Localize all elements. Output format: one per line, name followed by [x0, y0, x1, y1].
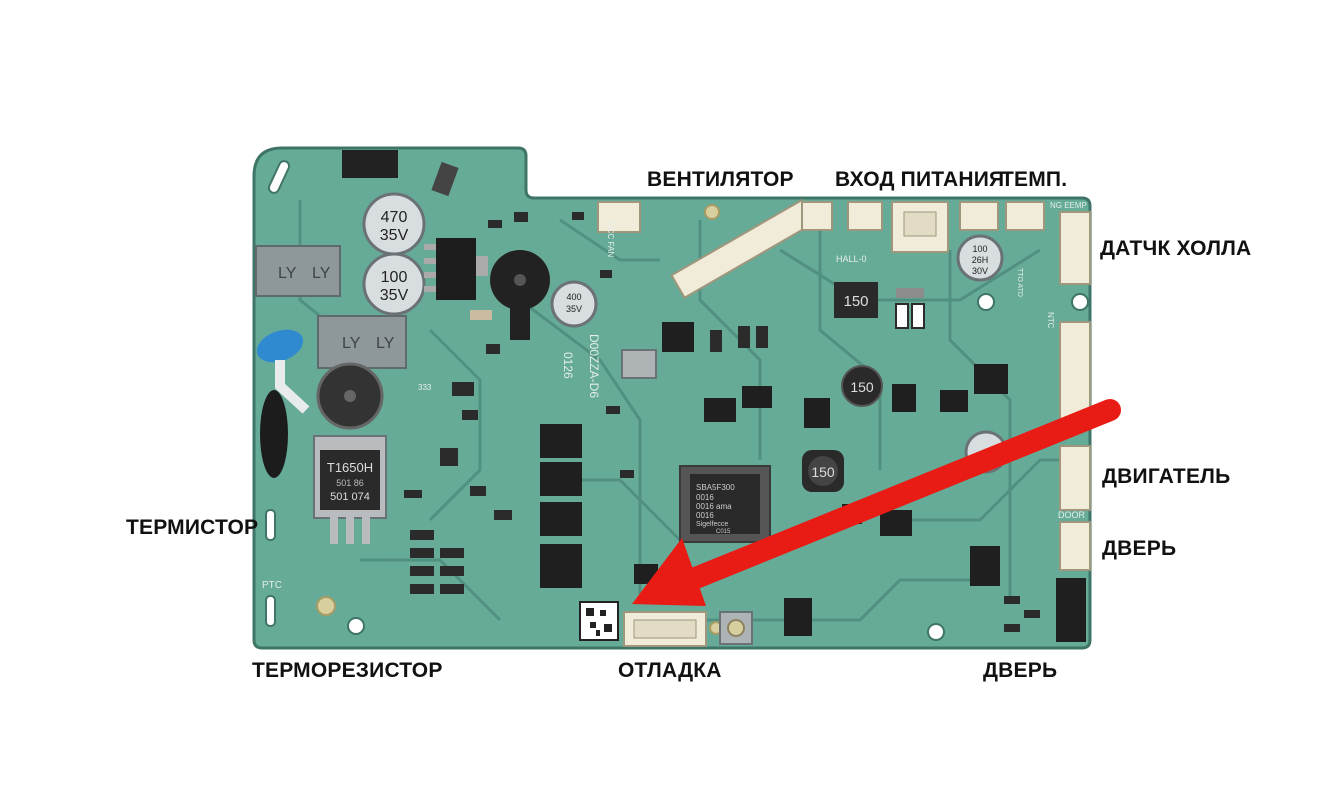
svg-text:501 074: 501 074 — [330, 491, 370, 503]
small-ics — [540, 322, 1086, 642]
label-thermistor: ТЕРМИСТОР — [126, 516, 259, 539]
connector-debug — [623, 611, 707, 647]
svg-text:DCC FAN: DCC FAN — [606, 222, 615, 257]
board-slots — [265, 160, 291, 627]
black-component — [260, 390, 288, 478]
svg-text:35V: 35V — [380, 287, 409, 304]
svg-text:Sigelfecce: Sigelfecce — [696, 521, 728, 528]
svg-text:150: 150 — [811, 464, 835, 480]
buzzer-1 — [490, 250, 550, 340]
svg-text:C015: C015 — [716, 529, 731, 535]
label-fan: ВЕНТИЛЯТОР — [647, 168, 794, 191]
svg-text:35V: 35V — [566, 304, 582, 314]
qr-code — [579, 601, 619, 641]
mounting-holes — [316, 204, 1089, 641]
label-debug: ОТЛАДКА — [618, 659, 722, 682]
label-motor: ДВИГАТЕЛЬ — [1102, 465, 1231, 488]
svg-text:470: 470 — [381, 209, 408, 226]
svg-text:D00ZZA-D6: D00ZZA-D6 — [587, 334, 601, 398]
svg-text:400: 400 — [566, 292, 581, 302]
svg-text:0016: 0016 — [696, 511, 714, 520]
svg-text:0126: 0126 — [561, 352, 575, 379]
svg-text:LY: LY — [342, 335, 361, 352]
label-power-in: ВХОД ПИТАНИЯ — [835, 168, 1005, 191]
label-hall-sensor: ДАТЧК ХОЛЛА — [1100, 237, 1252, 260]
svg-text:0016 ama: 0016 ama — [696, 502, 732, 511]
top-diode — [431, 161, 459, 197]
svg-text:LY: LY — [312, 265, 331, 282]
mcu-chip: SBA5F300 0016 0016 ama 0016 Sigelfecce C… — [679, 465, 771, 543]
label-temp: ТЕМП. — [1001, 168, 1068, 191]
svg-text:NTC: NTC — [1046, 312, 1055, 329]
blue-capacitor — [256, 329, 304, 363]
relay-1: LY LY — [255, 245, 341, 297]
svg-text:SBA5F300: SBA5F300 — [696, 483, 735, 492]
tact-button — [719, 611, 753, 645]
label-door-bottom: ДВЕРЬ — [983, 659, 1058, 682]
svg-text:0016: 0016 — [696, 493, 714, 502]
voltage-regulator — [424, 238, 488, 300]
svg-text:100: 100 — [972, 244, 987, 254]
red-arrow — [632, 399, 1121, 606]
inductor-2: 150 — [841, 365, 883, 407]
connector-door — [1059, 521, 1091, 571]
svg-text:NG EEMP: NG EEMP — [1050, 201, 1087, 210]
buzzer-2 — [316, 362, 384, 430]
relay-2: LY LY — [317, 315, 407, 369]
connector-hall — [1059, 211, 1091, 285]
svg-text:100: 100 — [381, 269, 408, 286]
connector-fan — [597, 201, 641, 233]
svg-text:150: 150 — [843, 293, 868, 310]
connector-power — [801, 201, 949, 253]
smd-components — [404, 212, 1040, 632]
capacitor-100: 100 35V — [362, 252, 426, 316]
silkscreen: DCC FAN HALL-0 NG EEMP PTC DOOR NTC TTO … — [262, 201, 1087, 591]
svg-text:TTO ATD: TTO ATD — [1016, 268, 1023, 297]
connector-temp — [959, 201, 1045, 231]
svg-text:501 86: 501 86 — [336, 478, 364, 488]
svg-text:333: 333 — [418, 383, 432, 392]
svg-text:HALL-0: HALL-0 — [836, 254, 867, 264]
capacitor-100-26h: 100 26H 30V — [956, 234, 1004, 282]
svg-text:LY: LY — [278, 265, 297, 282]
inductor-1: 150 — [834, 282, 878, 318]
power-transistor: T1650H 501 86 501 074 — [313, 435, 387, 544]
label-thermoresistor: ТЕРМОРЕЗИСТОР — [252, 659, 443, 682]
svg-text:PTC: PTC — [262, 580, 282, 591]
connector-motor — [1059, 445, 1091, 511]
svg-text:35V: 35V — [380, 227, 409, 244]
capacitor-400: 400 35V — [550, 280, 598, 328]
top-header — [342, 150, 398, 178]
svg-text:LY: LY — [376, 335, 395, 352]
capacitor-470: 470 35V — [362, 192, 426, 256]
svg-text:150: 150 — [850, 379, 874, 395]
svg-text:26H: 26H — [972, 255, 989, 265]
svg-text:DOOR: DOOR — [1058, 510, 1086, 520]
svg-text:T1650H: T1650H — [327, 460, 373, 475]
inductor-3: 150 — [802, 450, 844, 492]
pcb-traces — [298, 200, 1060, 622]
wire-jumper — [275, 360, 310, 414]
connector-right-mid — [1059, 321, 1091, 421]
svg-text:30V: 30V — [972, 266, 988, 276]
label-door-right: ДВЕРЬ — [1102, 537, 1177, 560]
